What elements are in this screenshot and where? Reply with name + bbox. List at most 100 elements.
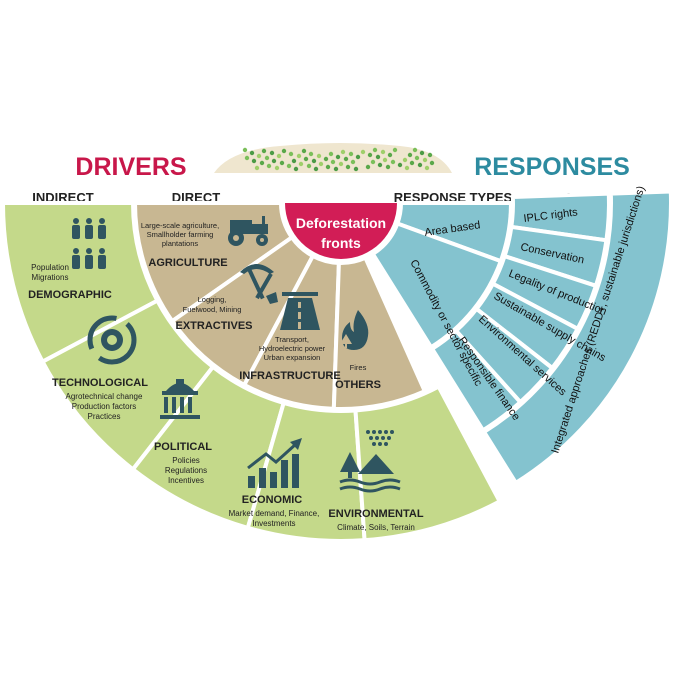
tree-dot [365,164,371,170]
road-icon [280,292,320,330]
fire-icon [340,310,369,350]
tree-dot [417,162,423,168]
gear-cycle-icon [87,315,137,365]
tree-dot [338,161,344,167]
forest-hill-illustration [214,143,452,173]
economic-sub-2: Investments [252,519,295,528]
sector-commodity [370,220,504,350]
tree-dot [266,163,272,169]
tree-dot [412,147,418,153]
deforestation-fronts-center: Deforestation fronts [285,203,397,259]
tree-dot [409,160,415,166]
agriculture-sub-2: Smallholder farming [147,230,214,239]
technological-sub-1: Agrotechnical change [66,392,143,401]
tree-dot [301,148,307,154]
tree-dot [382,157,388,163]
tree-dot [261,148,267,154]
tree-dot [353,166,359,172]
rain-drop [375,436,379,440]
tree-dot [271,158,277,164]
others-title: OTHERS [335,379,381,391]
tree-dots [242,147,435,172]
direct-drivers-ring [132,201,428,411]
tree-dot [340,149,346,155]
environmental-title: ENVIRONMENTAL [328,508,423,520]
economic-sub-1: Market demand, Finance, [229,509,320,518]
tree-dot [244,155,250,161]
tree-dot [375,154,381,160]
rain-drop [378,442,382,446]
others-sub-1: Fires [350,363,367,372]
tree-dot [274,165,280,171]
landscape-icon [339,430,401,493]
drivers-heading: DRIVERS [75,153,186,181]
tree-dot [313,166,319,172]
tree-dot [318,161,324,167]
tree-dot [404,165,410,171]
tree-dot [367,152,373,158]
rain-drop [384,430,388,434]
center-line2: fronts [321,235,361,251]
tree-dot [343,156,349,162]
sector-approach-integrated [481,189,673,486]
political-sub-3: Incentives [168,476,204,485]
tractor-icon [228,216,268,246]
tree-dot [254,165,260,171]
tree-dot [387,152,393,158]
direct-labels: Large-scale agriculture, Smallholder far… [141,221,381,391]
sector-extractives [169,234,316,388]
demographic-sub-1: Population [31,263,69,272]
tree-dot [276,153,282,159]
center-line1: Deforestation [296,215,386,231]
tree-dot [380,149,386,155]
tree-dot [424,165,430,171]
tree-dot [308,151,314,157]
responses-heading: RESPONSES [474,153,630,181]
capitol-icon [160,379,200,419]
rain-drop [381,436,385,440]
tree-dot [333,166,339,172]
tree-dot [414,155,420,161]
political-sub-1: Policies [172,456,200,465]
tree-dot [259,160,265,166]
environmental-sub-1: Climate, Soils, Terrain [337,523,415,532]
tree-dot [360,149,366,155]
extractives-title: EXTRACTIVES [175,320,252,332]
rain-drop [378,430,382,434]
technological-title: TECHNOLOGICAL [52,377,148,389]
tree-dot [355,154,361,160]
tree-dot [296,153,302,159]
tree-dot [402,157,408,163]
rain-drop [384,442,388,446]
tree-dot [325,164,331,170]
agriculture-sub-1: Large-scale agriculture, [141,221,219,230]
infrastructure-sub-3: Urban expansion [264,353,321,362]
technological-sub-2: Production factors [72,402,136,411]
tree-dot [370,159,376,165]
tree-dot [279,160,285,166]
extractives-sub-2: Fuelwood, Mining [183,305,242,314]
tree-dot [316,153,322,159]
tree-dot [345,164,351,170]
tree-dot [385,164,391,170]
tree-dot [288,151,294,157]
growth-chart-icon [247,438,302,488]
extractives-sub-1: Logging, [198,295,227,304]
rain-drop [366,430,370,434]
tree-dot [328,151,334,157]
tree-dot [264,155,270,161]
tree-dot [397,162,403,168]
sector-approach-5 [429,327,524,434]
tree-dot [306,163,312,169]
demographic-sub-2: Migrations [32,273,69,282]
tree-dot [251,158,257,164]
tree-dot [323,156,329,162]
tree-dot [242,147,248,153]
tree-dot [281,148,287,154]
tree-dot [377,162,383,168]
political-title: POLITICAL [154,441,212,453]
responses-ring [370,189,673,486]
tree-dot [419,150,425,156]
tree-dot [429,160,435,166]
